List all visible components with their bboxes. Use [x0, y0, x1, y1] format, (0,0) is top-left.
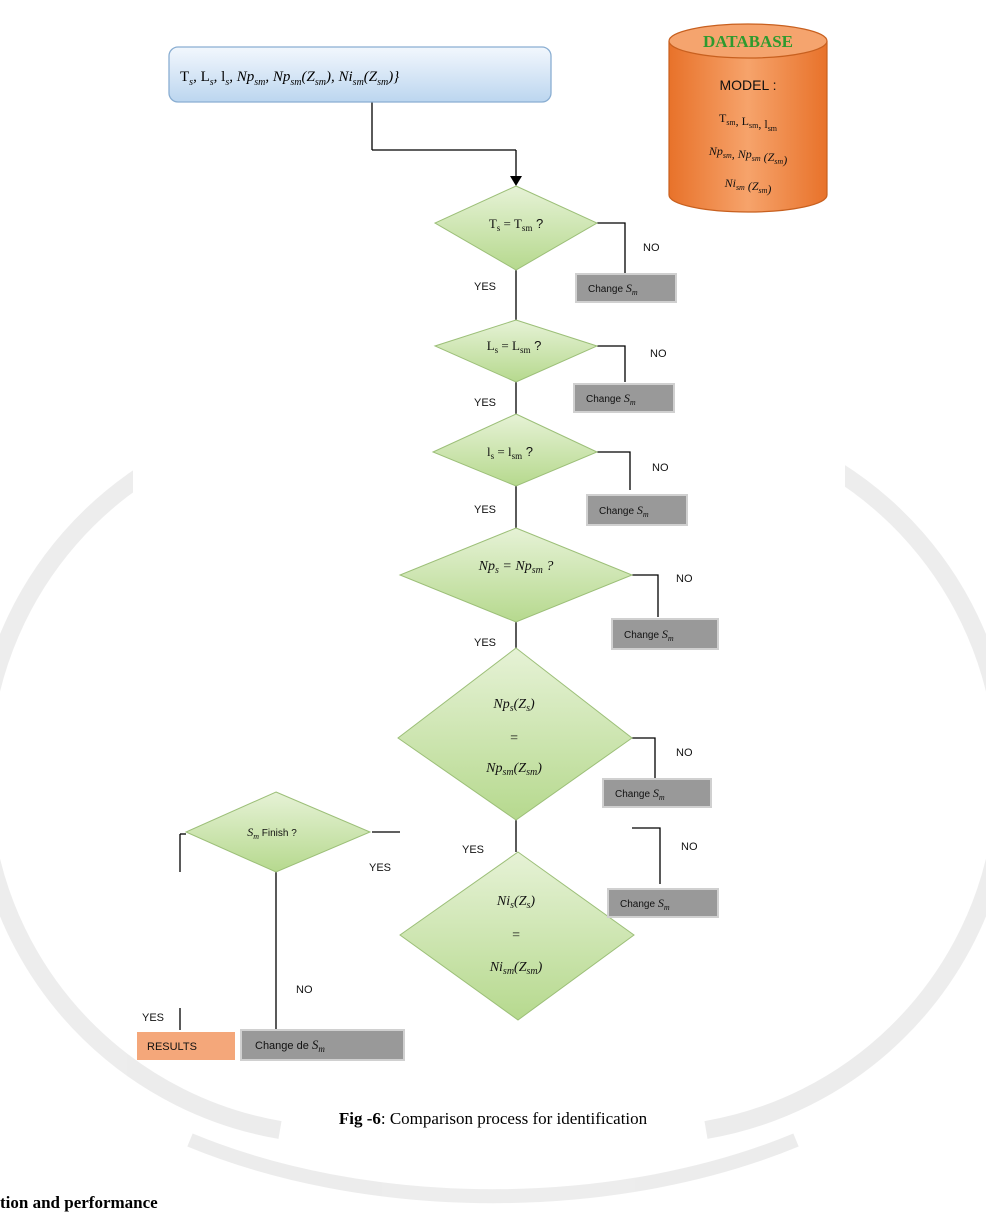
svg-text:Npsm(Zsm): Npsm(Zsm)	[485, 761, 542, 778]
decision-ni-z: Nis(Zs) = Nism(Zsm)	[399, 851, 635, 1021]
yes-label: YES	[474, 397, 496, 409]
model-label: MODEL :	[719, 77, 776, 93]
svg-text:Nis(Zs): Nis(Zs)	[496, 894, 536, 911]
change-de-box: Change de Sm	[240, 1029, 405, 1061]
branch-labels: YES YES YES YES YES YES YES NO NO NO NO …	[142, 242, 698, 1024]
decision-t: Ts = Tsm ?	[433, 185, 599, 271]
no-label: NO	[676, 747, 693, 759]
database-title: DATABASE	[703, 32, 793, 51]
yes-label: YES	[474, 281, 496, 293]
svg-text:Ts = Tsm ?: Ts = Tsm ?	[489, 216, 543, 233]
svg-text:Change Sm: Change Sm	[624, 627, 674, 643]
connectors	[179, 102, 661, 1030]
no-label: NO	[676, 573, 693, 585]
no-label: NO	[643, 242, 660, 254]
yes-label: YES	[369, 862, 391, 874]
svg-text:Sm Finish ?: Sm Finish ?	[247, 825, 297, 841]
yes-label: YES	[142, 1012, 164, 1024]
change-box: Change Sm	[575, 273, 677, 303]
yes-label: YES	[474, 637, 496, 649]
yes-label: YES	[462, 844, 484, 856]
model-line-2: Npsm, Npsm (Zsm)	[708, 144, 787, 167]
change-box: Change Sm	[602, 778, 712, 808]
decision-l-lower: ls = lsm ?	[431, 413, 599, 487]
change-box: Change Sm	[586, 494, 688, 526]
svg-text:Change de Sm: Change de Sm	[255, 1037, 325, 1054]
svg-text:Change Sm: Change Sm	[615, 786, 665, 802]
svg-text:Change Sm: Change Sm	[586, 391, 636, 407]
decision-l-upper: Ls = Lsm ?	[433, 319, 599, 383]
yes-label: YES	[474, 504, 496, 516]
input-parameters-box: Ts, Ls, ls, Npsm, Npsm(Zsm), Nism(Zsm)}	[168, 46, 552, 103]
svg-text:Nism(Zsm): Nism(Zsm)	[489, 960, 543, 977]
svg-text:Nps = Npsm ?: Nps = Npsm ?	[478, 559, 554, 576]
no-label: NO	[652, 462, 669, 474]
no-label: NO	[296, 984, 313, 996]
arrow-head	[510, 176, 522, 186]
svg-text:Ls = Lsm ?: Ls = Lsm ?	[487, 338, 542, 355]
svg-text:Change Sm: Change Sm	[620, 896, 670, 912]
decision-sm-finish: Sm Finish ?	[184, 791, 372, 873]
database-cylinder: DATABASE MODEL : Tsm, Lsm, lsm Npsm, Nps…	[668, 23, 828, 213]
change-box: Change Sm	[573, 383, 675, 413]
svg-text:Nps(Zs): Nps(Zs)	[492, 697, 535, 714]
svg-text:=: =	[511, 928, 520, 943]
svg-text:Change Sm: Change Sm	[599, 503, 649, 519]
svg-text:RESULTS: RESULTS	[147, 1041, 197, 1053]
svg-text:=: =	[509, 731, 518, 746]
section-heading: tion and performance	[0, 1193, 158, 1212]
svg-text:Ts, Ls, ls, Npsm, Npsm(Zsm), N: Ts, Ls, ls, Npsm, Npsm(Zsm), Nism(Zsm)}	[180, 69, 399, 88]
change-boxes: Change Sm Change Sm Change Sm Change Sm …	[137, 273, 719, 1061]
no-label: NO	[650, 348, 667, 360]
change-box: Change Sm	[611, 618, 719, 650]
model-line-1: Tsm, Lsm, lsm	[719, 111, 778, 133]
model-line-3: Nism (Zsm)	[724, 176, 772, 196]
svg-text:ls = lsm ?: ls = lsm ?	[487, 444, 533, 461]
watermark	[0, 462, 986, 1204]
decision-np-z: Nps(Zs) = Npsm(Zsm)	[397, 647, 633, 821]
figure-caption: Fig -6: Comparison process for identific…	[339, 1109, 648, 1128]
decision-np: Nps = Npsm ?	[398, 527, 634, 623]
change-box: Change Sm	[607, 888, 719, 918]
results-box: RESULTS	[137, 1032, 235, 1060]
svg-text:Change Sm: Change Sm	[588, 281, 638, 297]
no-label: NO	[681, 841, 698, 853]
